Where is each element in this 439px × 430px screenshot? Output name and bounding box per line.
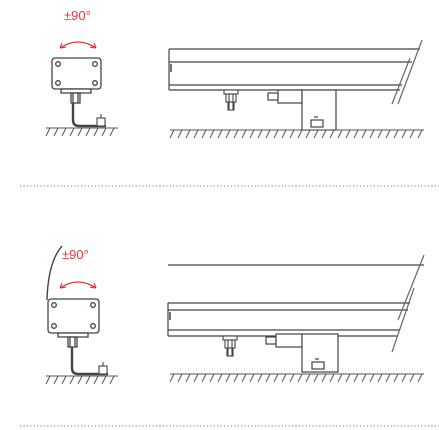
- rotation-arrow-icon: [59, 281, 97, 289]
- arrow-head-right-icon: [89, 282, 97, 289]
- panel-top: ±90°: [45, 8, 424, 139]
- bolt-bottom: [222, 335, 238, 357]
- panel-bottom: ±90°: [45, 245, 425, 385]
- arrow-head-left-icon: [59, 282, 67, 289]
- cable: [71, 103, 106, 128]
- arrow-head-left-icon: [59, 42, 67, 49]
- ground-left-top: [45, 127, 118, 137]
- ground-left-bottom: [45, 375, 118, 385]
- sensor-unit-bottom: [265, 333, 339, 373]
- bolt-top: [223, 89, 239, 111]
- ground-right-bottom: [169, 373, 424, 383]
- cable-clamp: [96, 114, 106, 127]
- rotation-arrow-icon: [59, 41, 97, 49]
- angle-label-bottom: ±90°: [62, 247, 89, 262]
- arrow-head-right-icon: [89, 42, 97, 49]
- cable: [70, 347, 108, 376]
- sensor-box-side: [51, 57, 102, 104]
- angle-label-top: ±90°: [64, 8, 91, 23]
- beam-bottom: [167, 254, 425, 353]
- sensor-unit-top: [267, 89, 337, 131]
- sensor-box-side: [47, 298, 100, 348]
- ground-right-top: [169, 129, 424, 139]
- cable-up: [46, 245, 63, 301]
- cable-clamp: [98, 362, 108, 375]
- beam-top: [168, 39, 423, 105]
